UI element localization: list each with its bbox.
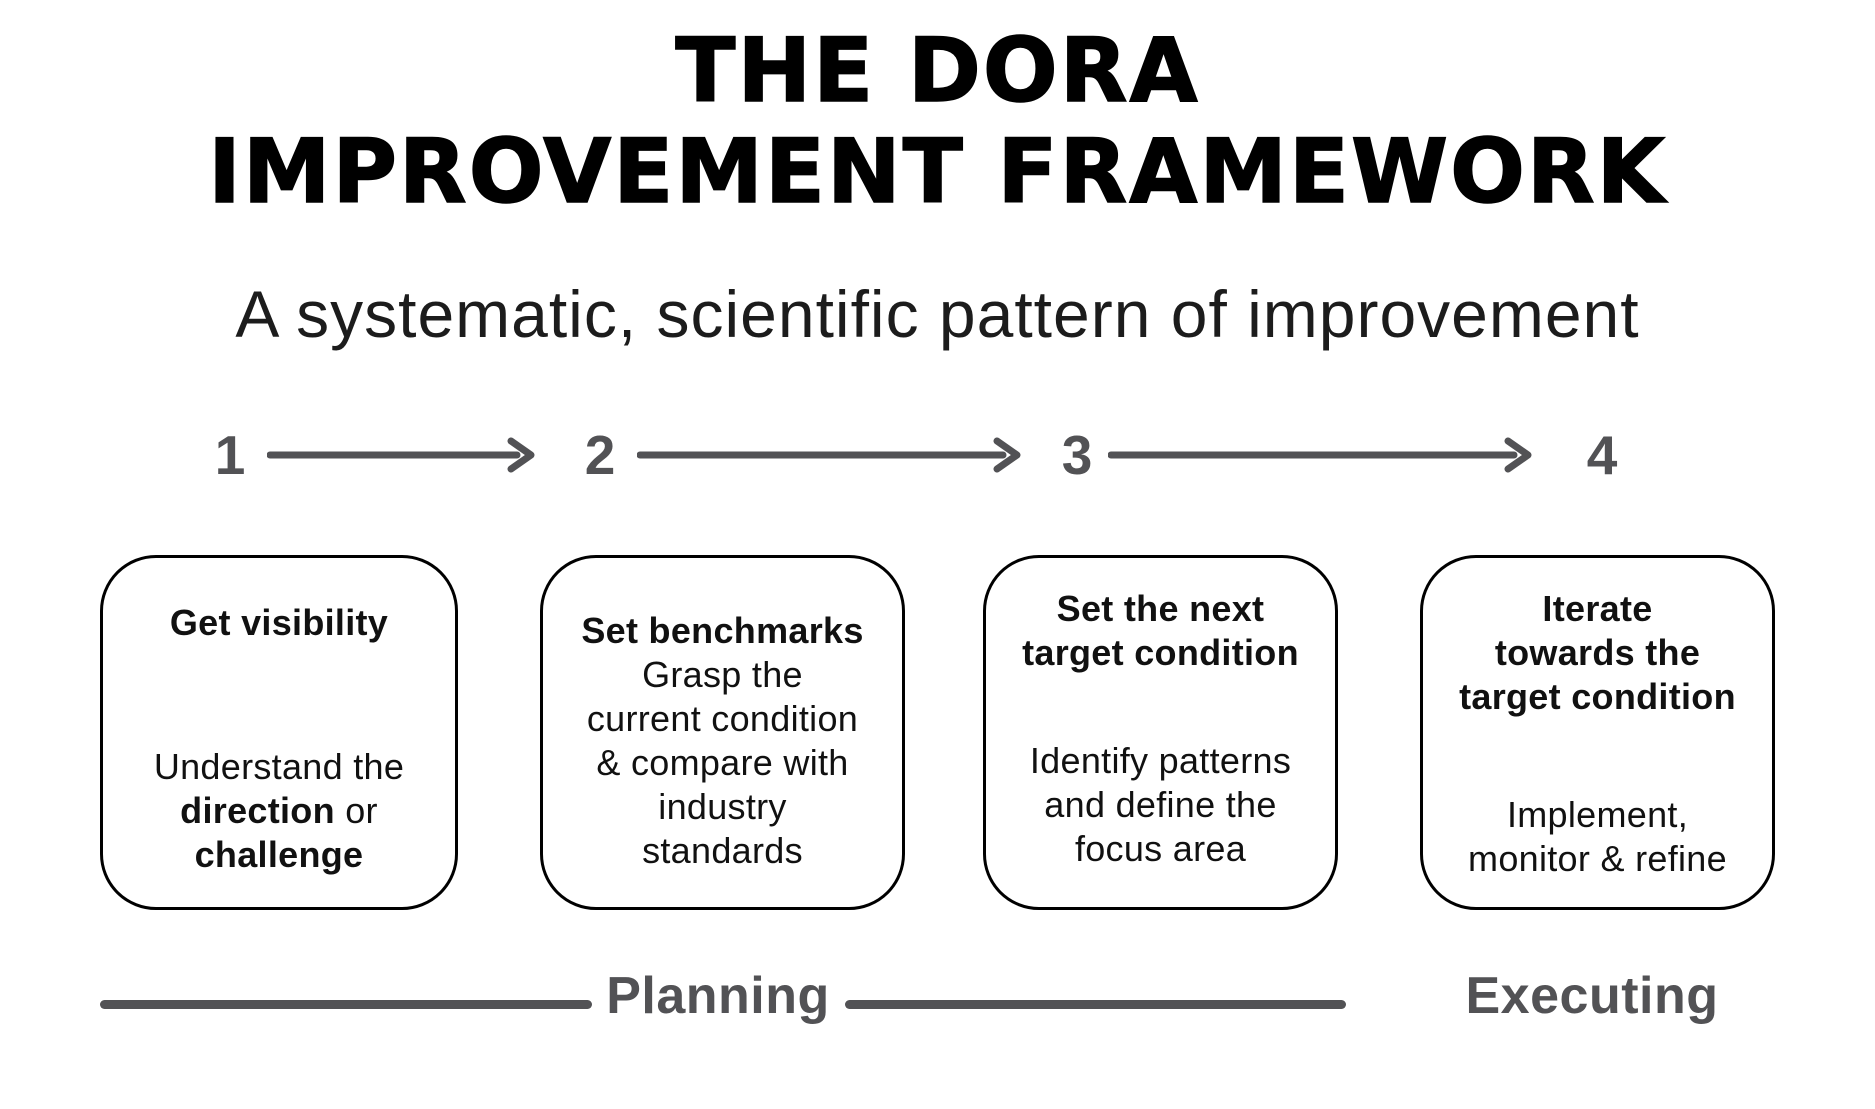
step-number-1: 1 <box>214 424 246 486</box>
page-title-line-2: IMPROVEMENT FRAMEWORK <box>207 120 1667 223</box>
step-4-body-line: monitor & refine <box>1468 838 1727 879</box>
phase-label-planning: Planning <box>606 967 830 1025</box>
arrow-step2-to-step3-icon <box>637 437 1021 473</box>
step-3-body: Identify patterns and define the focus a… <box>1030 739 1291 871</box>
step-card-iterate-towards-target: Iterate towards the target condition Imp… <box>1420 555 1775 910</box>
step-1-heading: Get visibility <box>170 601 388 645</box>
step-1-body-text-bold: direction <box>180 790 335 831</box>
step-number-4: 4 <box>1586 424 1618 486</box>
step-1-body-line: challenge <box>154 833 404 877</box>
step-2-heading: Set benchmarks <box>581 609 863 653</box>
step-3-heading-line: Set the next <box>1056 588 1265 629</box>
step-4-heading-line: target condition <box>1459 676 1736 717</box>
page-title: THE DORA IMPROVEMENT FRAMEWORK <box>0 19 1875 223</box>
step-card-set-benchmarks: Set benchmarks Grasp the current conditi… <box>540 555 905 910</box>
step-1-body: Understand the direction or challenge <box>154 745 404 877</box>
arrow-step3-to-step4-icon <box>1108 437 1532 473</box>
step-4-body: Implement, monitor & refine <box>1468 793 1727 881</box>
step-1-body-line: direction or <box>154 789 404 833</box>
step-2-body-line: industry <box>658 786 787 827</box>
step-3-heading: Set the next target condition <box>1022 587 1299 675</box>
step-2-body-line: standards <box>642 830 803 871</box>
step-card-set-next-target-condition: Set the next target condition Identify p… <box>983 555 1338 910</box>
step-3-body-line: and define the <box>1044 784 1277 825</box>
step-4-heading-line: towards the <box>1494 632 1701 673</box>
planning-phase-line-right <box>845 1000 1346 1009</box>
step-1-body-text: Understand the <box>153 746 405 787</box>
step-number-3: 3 <box>1061 424 1093 486</box>
step-1-body-line: Understand the <box>154 745 404 789</box>
phase-label-executing: Executing <box>1465 967 1719 1025</box>
step-card-get-visibility: Get visibility Understand the direction … <box>100 555 458 910</box>
step-2-body: Grasp the current condition & compare wi… <box>587 653 858 873</box>
step-4-heading: Iterate towards the target condition <box>1459 587 1736 719</box>
arrow-step1-to-step2-icon <box>267 437 535 473</box>
step-3-body-line: Identify patterns <box>1029 740 1292 781</box>
step-2-body-line: & compare with <box>596 742 849 783</box>
page-title-line-1: THE DORA <box>675 19 1200 122</box>
step-2-body-line: Grasp the <box>642 654 803 695</box>
planning-phase-line-left <box>100 1000 592 1009</box>
step-3-body-line: focus area <box>1074 828 1247 869</box>
step-4-heading-line: Iterate <box>1542 588 1653 629</box>
step-2-body-line: current condition <box>586 698 859 739</box>
step-1-body-text: or <box>334 790 378 831</box>
step-1-body-text-bold: challenge <box>194 834 364 875</box>
step-3-heading-line: target condition <box>1022 632 1299 673</box>
subtitle: A systematic, scientific pattern of impr… <box>235 277 1640 351</box>
step-2-heading-line: Set benchmarks <box>581 610 864 651</box>
step-number-2: 2 <box>584 424 616 486</box>
step-4-body-line: Implement, <box>1506 794 1689 835</box>
step-1-heading-line: Get visibility <box>169 602 389 643</box>
